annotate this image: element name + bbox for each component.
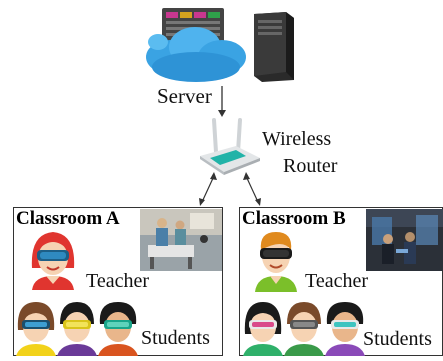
router-classroom-arrows bbox=[190, 170, 280, 210]
students-a-label: Students bbox=[141, 327, 210, 349]
students-b-avatars-icon bbox=[243, 300, 365, 356]
classroom-a-title: Classroom A bbox=[16, 208, 120, 229]
students-a-avatars-icon bbox=[16, 300, 138, 356]
teacher-a-avatar-icon bbox=[28, 228, 78, 290]
vr-hospital-scene-image bbox=[140, 209, 222, 271]
teacher-b-label: Teacher bbox=[305, 270, 368, 292]
server-cloud-icon bbox=[140, 2, 255, 87]
teacher-a-label: Teacher bbox=[86, 270, 149, 292]
students-b-label: Students bbox=[363, 328, 432, 350]
router-label-line2: Router bbox=[283, 155, 338, 177]
teacher-b-avatar-icon bbox=[253, 228, 299, 292]
vr-lab-scene-image bbox=[366, 209, 443, 271]
server-router-arrow bbox=[215, 86, 229, 118]
server-label: Server bbox=[157, 84, 212, 108]
wireless-router-icon bbox=[196, 118, 262, 176]
router-label-line1: Wireless bbox=[262, 128, 332, 150]
tower-server-icon bbox=[248, 10, 296, 82]
classroom-b-title: Classroom B bbox=[242, 208, 346, 229]
